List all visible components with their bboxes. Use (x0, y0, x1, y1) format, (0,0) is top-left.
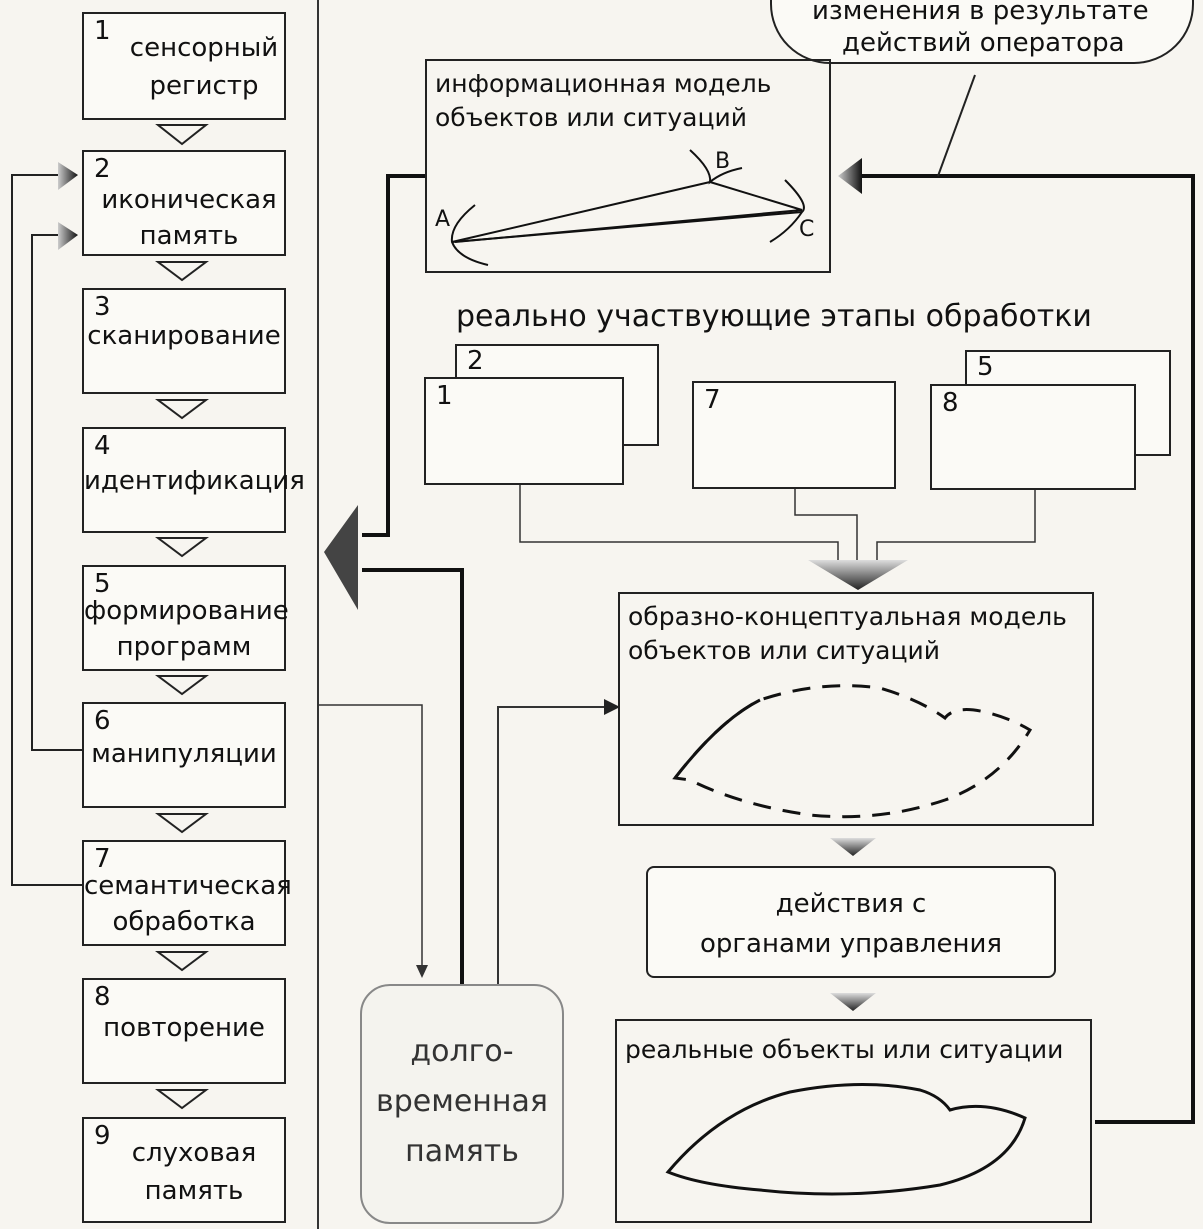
arrow-down-4-5 (155, 537, 209, 558)
line-info-to-left (362, 174, 425, 537)
stage-arrows (155, 124, 209, 1110)
line-s7-merge (794, 489, 858, 560)
stage-number: 3 (94, 292, 111, 322)
line-ltm-to-left (362, 568, 464, 985)
stage-label: обработка (112, 907, 256, 937)
loop-7-to-2 (11, 174, 82, 886)
info-model-title-2: объектов или ситуаций (435, 103, 747, 132)
concept-model-title-2: объектов или ситуаций (628, 636, 940, 665)
stage-label: иконическая (101, 185, 277, 215)
stage-label: память (144, 1176, 244, 1206)
stage-label: сканирование (87, 321, 281, 351)
stage-box-2: 2 иконическая память (82, 150, 286, 256)
concept-sketch (672, 684, 1033, 819)
ltm-line-3: память (405, 1134, 519, 1169)
stage-label: память (139, 221, 239, 251)
active-stage-7: 7 (692, 381, 896, 489)
arrow-down-1-2 (155, 124, 209, 146)
stage-box-6: 6 манипуляции (82, 702, 286, 808)
line-s8-merge (876, 489, 1036, 560)
stage-number: 8 (942, 388, 959, 418)
stage-box-7: 7 семантическая обработка (82, 840, 292, 946)
arrow-down-6-7 (155, 813, 209, 834)
ltm-line-2: временная (376, 1084, 548, 1119)
arrow-down-3-4 (155, 399, 209, 420)
operator-bubble: изменения в результате действий оператор… (770, 0, 1194, 64)
bubble-line-1: изменения в результате (812, 0, 1149, 26)
stage-number: 1 (436, 381, 453, 411)
real-objects-title: реальные объекты или ситуации (625, 1035, 1064, 1064)
arrow-actions-to-real (830, 993, 876, 1011)
point-c-label: С (799, 217, 815, 242)
stage-label: повторение (103, 1013, 265, 1043)
line-s1-merge (519, 485, 839, 560)
arrowhead-info-model (838, 158, 862, 194)
stage-number: 2 (94, 154, 111, 184)
stage-label: манипуляции (91, 739, 277, 769)
feedback-line-real-to-info (860, 174, 1195, 1124)
stage-number: 9 (94, 1121, 111, 1151)
actions-box: действия с органами управления (646, 866, 1056, 978)
concept-model-box: образно-концептуальная модель объектов и… (618, 592, 1094, 826)
arrow-down-7-8 (155, 951, 209, 972)
stage-label: слуховая (131, 1138, 257, 1168)
stage-box-9: 9 слуховая память (82, 1117, 286, 1223)
arrow-down-5-6 (155, 675, 209, 696)
line-ltm-to-concept (497, 706, 607, 985)
actions-line-1: действия с (775, 889, 927, 919)
arrowhead-concept (604, 699, 620, 715)
arrow-down-8-9 (155, 1089, 209, 1110)
stage-label: идентификация (84, 466, 305, 496)
point-a-label: А (435, 207, 451, 232)
info-model-title-1: информационная модель (435, 69, 772, 98)
line-to-ltm (318, 704, 423, 975)
stages-heading: реально участвующие этапы обработки (456, 299, 1092, 334)
stage-number: 6 (94, 706, 111, 736)
stage-label: сенсорный (129, 33, 279, 63)
stage-number: 5 (94, 569, 111, 599)
arrow-down-2-3 (155, 261, 209, 282)
active-stage-8: 8 (930, 384, 1136, 490)
arrowhead-ltm (416, 965, 428, 978)
info-model-sketch (450, 149, 805, 266)
stage-label: формирование (84, 596, 289, 626)
real-objects-sketch (665, 1083, 1027, 1196)
loop-6-to-2 (31, 234, 82, 751)
stage-box-1: 1 сенсорный регистр (82, 12, 286, 120)
stage-label: программ (116, 632, 252, 662)
active-stage-1: 1 (424, 377, 624, 485)
concept-sketch-solid (673, 698, 761, 779)
stage-box-4: 4 идентификация (82, 427, 305, 533)
bubble-pointer (937, 74, 976, 177)
stage-number: 5 (977, 352, 994, 382)
big-left-arrow (324, 505, 358, 610)
stage-label: семантическая (84, 871, 292, 901)
arrow-concept-to-actions (830, 838, 876, 856)
ltm-line-1: долго- (410, 1034, 514, 1069)
stage-box-8: 8 повторение (82, 978, 286, 1084)
actions-line-2: органами управления (699, 929, 1002, 959)
stage-number: 7 (704, 385, 721, 415)
bubble-line-2: действий оператора (842, 28, 1125, 58)
stage-number: 4 (94, 431, 111, 461)
stage-label: регистр (149, 71, 259, 101)
point-b-label: В (715, 149, 731, 174)
stage-number: 2 (467, 346, 484, 376)
info-model-box: информационная модель объектов или ситуа… (425, 59, 831, 273)
arrowhead-loop-7 (58, 162, 78, 190)
stage-box-5: 5 формирование программ (82, 565, 289, 671)
stage-number: 7 (94, 844, 111, 874)
arrowhead-loop-6 (58, 222, 78, 250)
stage-box-3: 3 сканирование (82, 288, 286, 394)
long-term-memory-box: долго- временная память (360, 984, 564, 1224)
real-objects-box: реальные объекты или ситуации (615, 1019, 1092, 1223)
concept-model-title-1: образно-концептуальная модель (628, 602, 1067, 631)
merge-arrow (808, 560, 908, 590)
stage-number: 1 (94, 16, 111, 46)
stage-number: 8 (94, 982, 111, 1012)
